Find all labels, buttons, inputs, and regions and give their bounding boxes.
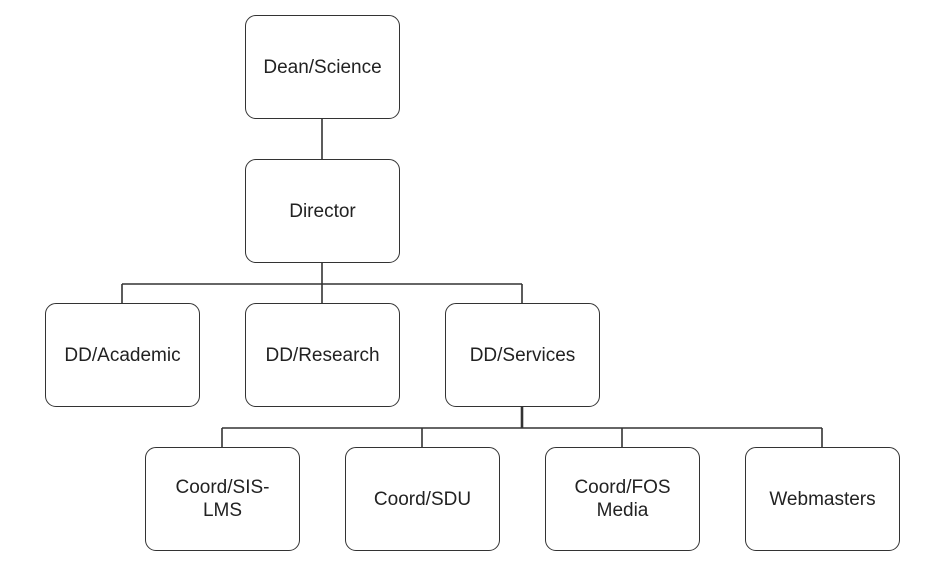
node-dd-academic: DD/Academic [45,303,200,407]
node-coord-sdu: Coord/SDU [345,447,500,551]
node-label: DD/Services [469,344,576,366]
node-label: DD/Academic [64,344,181,366]
node-label: Coord/SDU [373,488,472,510]
node-director: Director [245,159,400,263]
node-coord-fos-media: Coord/FOS Media [545,447,700,551]
node-label: Director [289,200,356,222]
node-label: Dean/Science [263,56,382,78]
node-coord-sis-lms: Coord/SIS- LMS [145,447,300,551]
node-webmasters: Webmasters [745,447,900,551]
node-dean-science: Dean/Science [245,15,400,119]
node-label: DD/Research [265,344,380,366]
node-dd-research: DD/Research [245,303,400,407]
node-label: Coord/FOS Media [574,477,671,521]
node-dd-services: DD/Services [445,303,600,407]
node-label: Webmasters [769,488,876,510]
node-label: Coord/SIS- LMS [175,477,270,521]
